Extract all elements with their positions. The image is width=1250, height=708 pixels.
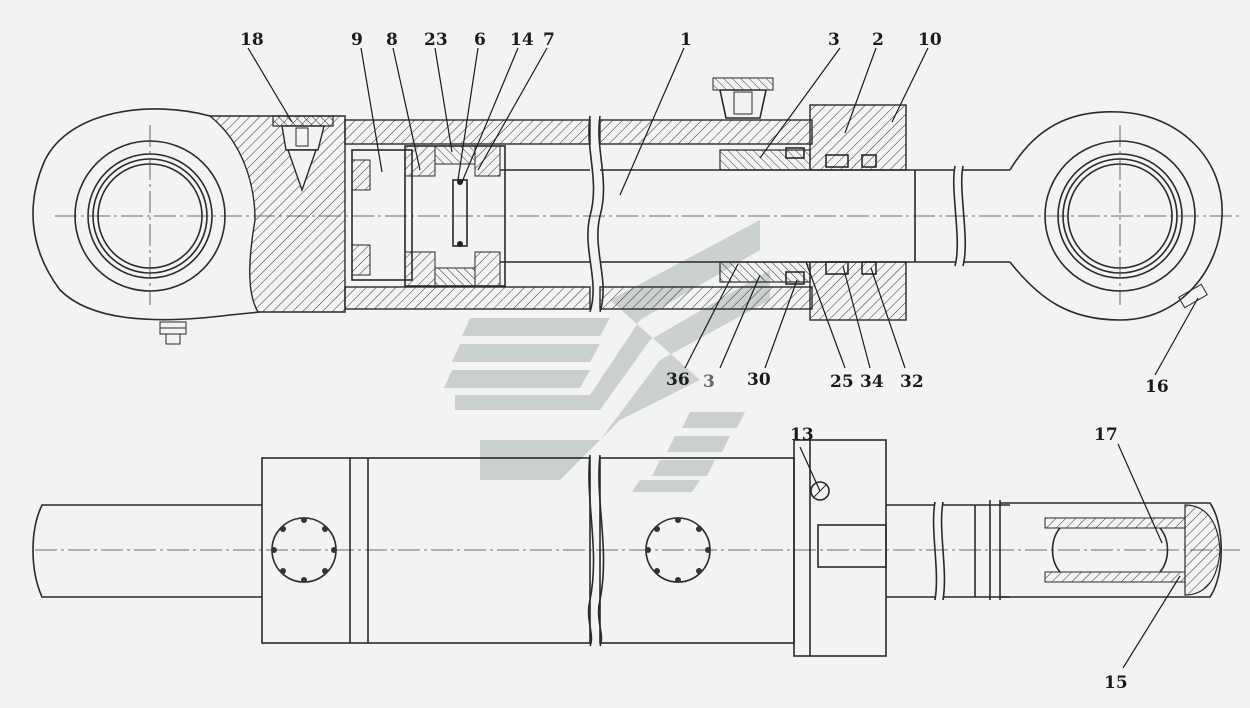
gland-assembly: [712, 77, 907, 321]
label-13: 13: [790, 425, 814, 445]
label-17: 17: [1094, 425, 1118, 445]
label-3b: 3: [703, 372, 715, 392]
label-34: 34: [860, 372, 884, 392]
label-32: 32: [900, 372, 924, 392]
leader-lines: [247, 47, 1199, 669]
external-view: [32, 439, 1240, 657]
label-14: 14: [510, 30, 534, 50]
label-15: 15: [1104, 673, 1128, 693]
label-1: 1: [680, 30, 692, 50]
grease-nipple-18: [272, 115, 334, 193]
label-3: 3: [828, 30, 840, 50]
label-36: 36: [666, 370, 690, 390]
port-flange-left: [271, 517, 337, 583]
watermark-logo: [444, 220, 770, 492]
label-7: 7: [543, 30, 555, 50]
port-flange-right: [645, 517, 711, 583]
label-18: 18: [240, 30, 264, 50]
bottom-rod-right: [886, 500, 1222, 601]
part-labels: 18 9 8 23 6 14 7 1 3 2 10 36 3 30 25 34 …: [240, 30, 1169, 693]
section-view: [32, 77, 1240, 345]
bottom-rod-left: [32, 504, 262, 598]
label-16: 16: [1145, 377, 1169, 397]
label-23: 23: [424, 30, 448, 50]
label-9: 9: [351, 30, 363, 50]
label-8: 8: [386, 30, 398, 50]
label-30: 30: [747, 370, 771, 390]
piston-assembly: [351, 145, 506, 287]
cylinder-tube: [344, 115, 813, 313]
grease-fitting-left: [159, 321, 187, 345]
label-2: 2: [872, 30, 884, 50]
label-10: 10: [918, 30, 942, 50]
label-6: 6: [474, 30, 486, 50]
bottom-barrel: [261, 439, 887, 657]
label-25: 25: [830, 372, 854, 392]
